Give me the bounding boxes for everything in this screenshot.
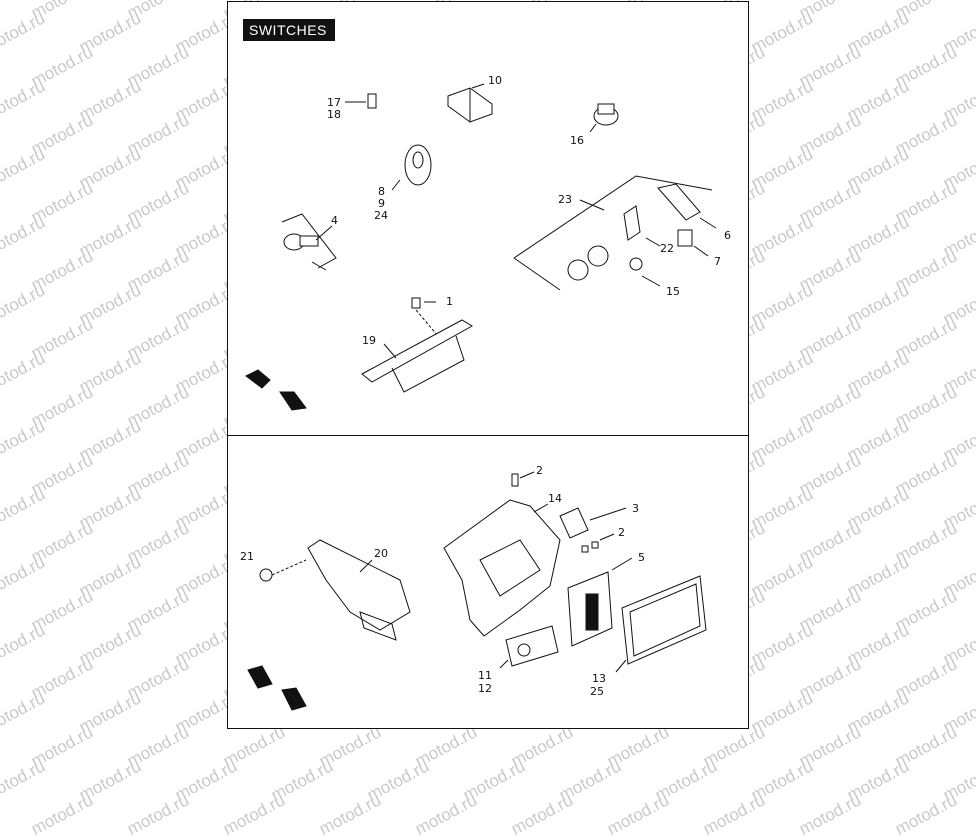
watermark-text: motod.ru xyxy=(604,790,673,839)
relay-part xyxy=(447,83,493,123)
callout-14: 14 xyxy=(548,492,562,505)
callout-8: 8 xyxy=(378,185,385,198)
callout-2a: 2 xyxy=(536,464,543,477)
watermark-text: motod.ru xyxy=(124,790,193,839)
callout-3: 3 xyxy=(632,502,639,515)
callout-1: 1 xyxy=(446,295,453,308)
callout-20: 20 xyxy=(374,547,388,560)
callout-13: 13 xyxy=(592,672,606,685)
watermark-text: motod.ru xyxy=(316,790,385,839)
switch-part-16 xyxy=(589,103,619,133)
watermark-text: motod.ru xyxy=(412,790,481,839)
callout-6: 6 xyxy=(724,229,731,242)
callout-22: 22 xyxy=(660,242,674,255)
panel-part-5 xyxy=(567,557,633,647)
direction-arrows-bottom xyxy=(247,665,307,711)
callout-9: 9 xyxy=(378,197,385,210)
watermark-text: motod.ru xyxy=(700,790,769,839)
switch-group-23 xyxy=(513,175,717,291)
watermark-text: motod.ru xyxy=(220,790,289,839)
callout-11: 11 xyxy=(478,669,492,682)
callout-15: 15 xyxy=(666,285,680,298)
callout-24: 24 xyxy=(374,209,388,222)
parts-illustration: 1 2 2 3 4 5 6 7 8 9 10 11 12 13 14 15 16… xyxy=(240,74,731,711)
watermark-text: motod.ru xyxy=(796,790,865,839)
callout-18: 18 xyxy=(327,108,341,121)
watermark-text: motod.ru xyxy=(0,756,49,805)
section-divider xyxy=(227,435,749,436)
fuse-part xyxy=(345,93,377,109)
switch-part-3 xyxy=(559,507,627,539)
ring-terminal-part xyxy=(391,144,432,191)
cover-part-13 xyxy=(615,575,707,673)
callout-16: 16 xyxy=(570,134,584,147)
watermark-text: motod.ru xyxy=(28,790,97,839)
watermark-text: motod.ru xyxy=(892,790,961,839)
bracket-part-14 xyxy=(443,499,561,637)
callout-5: 5 xyxy=(638,551,645,564)
callout-2b: 2 xyxy=(618,526,625,539)
callout-23: 23 xyxy=(558,193,572,206)
callout-7: 7 xyxy=(714,255,721,268)
callout-10: 10 xyxy=(488,74,502,87)
direction-arrows-top xyxy=(245,369,307,411)
callout-25: 25 xyxy=(590,685,604,698)
callout-19: 19 xyxy=(362,334,376,347)
switch-part-4 xyxy=(281,213,337,271)
callout-4: 4 xyxy=(331,214,338,227)
bracket-part-19 xyxy=(361,297,473,393)
page-title: SWITCHES xyxy=(243,19,335,41)
callout-17: 17 xyxy=(327,96,341,109)
callout-21: 21 xyxy=(240,550,254,563)
plate-part-11 xyxy=(499,625,559,669)
callout-12: 12 xyxy=(478,682,492,695)
watermark-text: motod.ru xyxy=(508,790,577,839)
screw-parts-2 xyxy=(511,471,615,553)
bracket-part-20 xyxy=(259,539,411,641)
